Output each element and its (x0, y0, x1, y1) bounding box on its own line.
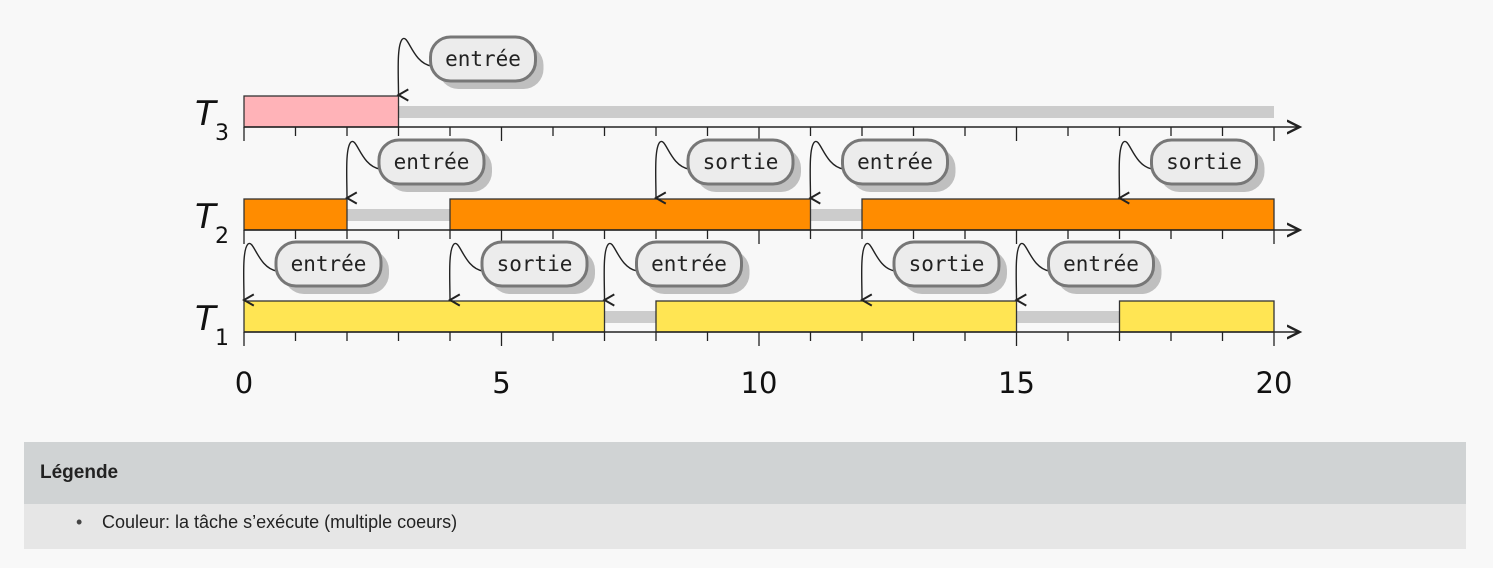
event-bubble (841, 138, 949, 186)
event-arrow (860, 242, 896, 307)
running-segment (655, 300, 1018, 333)
event-label: entrée (445, 47, 521, 71)
legend-title: Légende (24, 442, 1466, 504)
event-arrow (345, 140, 381, 205)
task-label-subscript: 3 (215, 121, 229, 146)
legend-item: Couleur: la tâche s’exécute (multiple co… (76, 512, 1466, 533)
task-label: T (195, 197, 218, 237)
task-label-subscript: 2 (215, 224, 229, 249)
x-tick-label: 10 (741, 366, 778, 400)
legend-list: Couleur: la tâche s’exécute (multiple co… (24, 504, 1466, 533)
task-label-subscript: 1 (215, 326, 229, 351)
event-label: sortie (497, 252, 573, 276)
event-bubble (377, 138, 486, 186)
event-arrow (448, 242, 484, 307)
idle-segment (1016, 311, 1120, 323)
idle-segment (398, 106, 1274, 118)
legend-panel: Légende Couleur: la tâche s’exécute (mul… (24, 442, 1466, 549)
task-label: T (195, 299, 218, 339)
event-label: sortie (703, 150, 779, 174)
event-label: entrée (1063, 252, 1139, 276)
idle-segment (347, 209, 450, 221)
event-arrow (654, 140, 690, 205)
event-label: entrée (857, 150, 933, 174)
x-tick-label: 20 (1256, 366, 1293, 400)
event-bubble (429, 35, 537, 83)
event-bubble (1047, 240, 1155, 288)
event-label: entrée (651, 252, 727, 276)
event-arrow (1117, 140, 1153, 205)
event-bubble (480, 240, 589, 288)
event-arrow (602, 242, 638, 307)
running-segment (243, 95, 400, 128)
running-segment (243, 198, 348, 231)
running-segment (1118, 300, 1275, 333)
idle-segment (810, 209, 862, 221)
x-tick-label: 0 (235, 366, 253, 400)
event-arrow (242, 242, 278, 307)
event-bubble (686, 138, 795, 186)
running-segment (243, 300, 606, 333)
event-bubble (1150, 138, 1258, 186)
event-label: sortie (1166, 150, 1242, 174)
event-arrow (808, 140, 844, 205)
event-bubble (892, 240, 1001, 288)
running-segment (449, 198, 812, 231)
event-arrow (1014, 242, 1050, 307)
running-segment (861, 198, 1275, 231)
idle-segment (604, 311, 656, 323)
task-label: T (195, 94, 218, 134)
event-label: entrée (291, 252, 367, 276)
event-label: entrée (394, 150, 470, 174)
event-bubble (274, 240, 383, 288)
x-tick-label: 15 (998, 366, 1035, 400)
event-arrow (396, 37, 432, 102)
x-tick-label: 5 (492, 366, 510, 400)
event-bubble (635, 240, 743, 288)
event-label: sortie (909, 252, 985, 276)
